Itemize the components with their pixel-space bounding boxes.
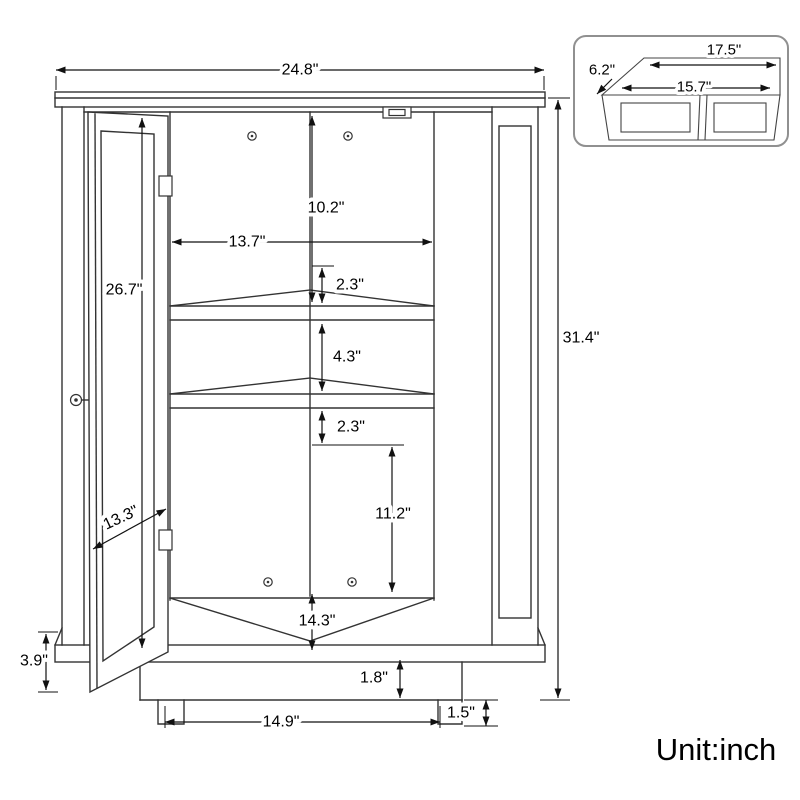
right-foot bbox=[437, 699, 463, 725]
middle-shelf bbox=[169, 377, 435, 409]
dim-label-side-bottom: 3.9" bbox=[20, 653, 48, 670]
hinge-icon bbox=[158, 175, 173, 197]
dimension-lines bbox=[42, 66, 562, 726]
dim-label-bottom-section: 14.3" bbox=[299, 613, 336, 630]
dim-label-door-height: 26.7" bbox=[106, 282, 143, 299]
cabinet-interior bbox=[83, 111, 493, 642]
top-view-dimension-labels: 17.5" 6.2" 15.7" bbox=[585, 38, 744, 99]
dim-label-lower-section: 11.2" bbox=[375, 506, 411, 523]
dim-label-foot-height: 1.5" bbox=[447, 705, 475, 722]
top-view-dimension-lines bbox=[596, 61, 776, 95]
dim-label-inner-width: 13.7" bbox=[229, 234, 266, 251]
dim-label-back-edge: 17.5" bbox=[707, 42, 742, 59]
cabinet-base bbox=[54, 644, 546, 725]
door-knob-icon bbox=[69, 393, 89, 407]
left-foot bbox=[157, 699, 185, 725]
dim-label-base-width: 14.9" bbox=[263, 714, 300, 731]
dim-label-front-edge: 15.7" bbox=[677, 79, 712, 96]
screw-icon bbox=[263, 577, 273, 587]
dim-label-side-edge: 6.2" bbox=[589, 62, 615, 79]
dim-label-shelf-gap-top: 2.3" bbox=[336, 277, 364, 294]
dim-line-side-edge bbox=[596, 78, 613, 95]
dim-label-upper-section: 10.2" bbox=[308, 200, 345, 217]
cabinet-top-panel bbox=[54, 91, 546, 108]
hinge-icon bbox=[158, 529, 173, 551]
top-view-inset: 17.5" 6.2" 15.7" bbox=[573, 35, 789, 147]
extension-lines bbox=[38, 76, 570, 728]
dim-line-door-width bbox=[92, 508, 167, 550]
screw-icon bbox=[343, 131, 353, 141]
dim-label-plinth-height: 1.8" bbox=[360, 670, 388, 687]
dim-label-middle-section: 4.3" bbox=[333, 349, 361, 366]
screw-icons bbox=[247, 131, 357, 587]
screw-icon bbox=[347, 577, 357, 587]
cabinet-body-sides bbox=[54, 106, 546, 646]
dim-label-overall-width: 24.8" bbox=[282, 62, 319, 79]
top-view-cabinet bbox=[600, 57, 781, 141]
screw-icon bbox=[247, 131, 257, 141]
latch-hardware-icon bbox=[382, 106, 412, 119]
cabinet-door-open bbox=[87, 111, 173, 694]
upper-shelf bbox=[169, 289, 435, 321]
dim-label-overall-height: 31.4" bbox=[563, 330, 600, 347]
dim-label-shelf-gap-bottom: 2.3" bbox=[337, 419, 365, 436]
unit-label: Unit:inch bbox=[656, 732, 777, 767]
